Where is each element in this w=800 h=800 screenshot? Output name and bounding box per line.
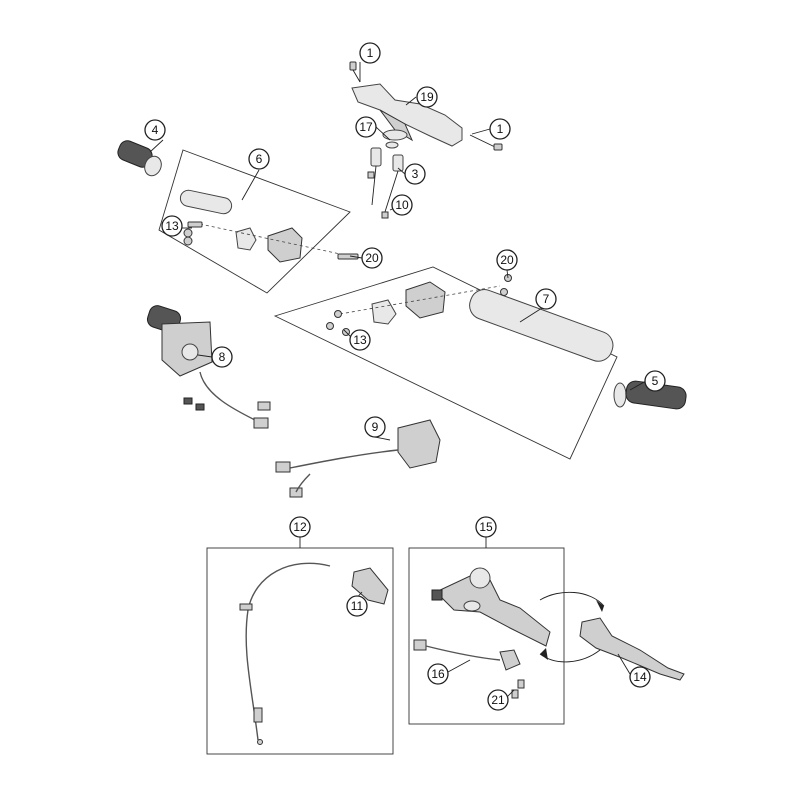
washer xyxy=(385,141,399,149)
callout-10: 10 xyxy=(391,194,413,216)
callout-17: 17 xyxy=(355,116,377,138)
callout-13: 13 xyxy=(161,215,183,237)
callout-label: 10 xyxy=(395,198,409,212)
callout-label: 8 xyxy=(219,350,226,364)
left-switch xyxy=(146,305,271,429)
right-grip xyxy=(613,380,687,410)
callout-label: 1 xyxy=(367,46,374,60)
callout-21: 21 xyxy=(487,689,509,711)
screw xyxy=(469,134,503,151)
callout-14: 14 xyxy=(629,666,651,688)
bar-end xyxy=(179,189,233,215)
callout-6: 6 xyxy=(248,148,270,170)
callout-label: 19 xyxy=(420,90,434,104)
handlebar-left-group-box xyxy=(158,149,351,294)
brake-light-switch xyxy=(413,639,521,671)
callout-label: 14 xyxy=(633,670,647,684)
callout-9: 9 xyxy=(364,416,386,438)
hand-brake-cylinder xyxy=(431,567,551,647)
callout-label: 3 xyxy=(412,167,419,181)
bolt xyxy=(367,165,399,219)
handlebar-right-group-box xyxy=(273,266,618,460)
callout-label: 1 xyxy=(497,122,504,136)
callout-label: 21 xyxy=(491,693,505,707)
screw xyxy=(511,679,525,699)
callout-label: 5 xyxy=(652,374,659,388)
callout-8: 8 xyxy=(211,346,233,368)
hand-lever-group-box xyxy=(408,547,565,725)
callout-label: 12 xyxy=(293,520,307,534)
callout-label: 7 xyxy=(543,292,550,306)
callout-16: 16 xyxy=(427,663,449,685)
callout-label: 11 xyxy=(351,599,364,613)
screw xyxy=(349,61,361,83)
callout-19: 19 xyxy=(416,86,438,108)
callout-label: 9 xyxy=(372,420,379,434)
screw xyxy=(337,253,359,260)
callout-label: 13 xyxy=(353,333,367,347)
clamp-right xyxy=(339,281,501,325)
lever xyxy=(539,591,685,681)
callout-label: 4 xyxy=(152,123,159,137)
callout-label: 20 xyxy=(365,251,379,265)
callout-label: 20 xyxy=(500,253,514,267)
clamp-left xyxy=(199,223,341,263)
callout-label: 6 xyxy=(256,152,263,166)
callout-5: 5 xyxy=(644,370,666,392)
callout-15: 15 xyxy=(475,516,497,538)
callout-4: 4 xyxy=(144,119,166,141)
callout-20: 20 xyxy=(496,249,518,271)
callout-7: 7 xyxy=(535,288,557,310)
right-switch xyxy=(275,419,441,498)
callout-label: 13 xyxy=(165,219,179,233)
clutch-cable xyxy=(239,562,331,745)
screw xyxy=(183,221,203,246)
callout-1: 1 xyxy=(359,42,381,64)
triple-clamp xyxy=(351,83,463,147)
callout-3: 3 xyxy=(404,163,426,185)
callout-11: 11 xyxy=(346,595,368,617)
left-grip xyxy=(117,140,162,177)
callout-20: 20 xyxy=(361,247,383,269)
callout-1: 1 xyxy=(489,118,511,140)
callout-label: 16 xyxy=(431,667,445,681)
callout-12: 12 xyxy=(289,516,311,538)
callout-label: 17 xyxy=(359,120,373,134)
callout-label: 15 xyxy=(479,520,493,534)
handlebar-tube xyxy=(469,289,614,362)
cable-cover xyxy=(351,567,389,605)
callout-13: 13 xyxy=(349,329,371,351)
